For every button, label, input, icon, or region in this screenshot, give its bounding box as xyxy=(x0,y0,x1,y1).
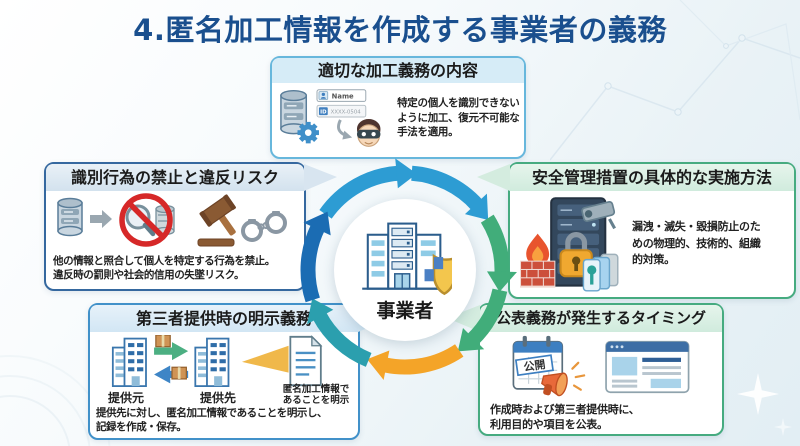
box-thirdparty-disclosure: 第三者提供時の明示義務 xyxy=(88,303,391,440)
browser-window-icon xyxy=(605,340,690,394)
no-matching-icon xyxy=(119,193,175,247)
publication-icon-row: 公開 xyxy=(512,335,690,397)
security-icon-cluster xyxy=(520,197,619,292)
security-camera-icon xyxy=(581,200,617,230)
firewall-icon xyxy=(520,233,556,288)
document-caption: 匿名加工情報であることを明示 xyxy=(282,384,350,406)
recipient-label: 提供先 xyxy=(200,391,237,405)
obligation-cycle-ring xyxy=(300,158,517,380)
svg-text:公開: 公開 xyxy=(523,358,547,374)
id-field-chip: ID XXXX-0504 xyxy=(316,104,367,118)
box-thirdparty-body-1: 提供先に対し、匿名加工情報であることを明示し、 xyxy=(96,407,328,419)
shield-icon xyxy=(424,253,452,295)
publish-stamp: 公開 xyxy=(514,354,554,377)
box-identification-body-1: 他の情報と照合して個人を特定する行為を禁止。 xyxy=(53,255,275,267)
database-icon xyxy=(57,197,83,237)
box-security-title: 安全管理措置の具体的な実施方法 xyxy=(510,164,794,191)
handcuffs-icon xyxy=(241,211,287,242)
provider-label: 提供元 xyxy=(108,391,145,405)
package-icon-2 xyxy=(171,366,187,380)
recipient-building-icon xyxy=(194,337,230,387)
box-publication-timing: 公表義務が発生するタイミング 公開 xyxy=(447,303,724,436)
megaphone-icon xyxy=(541,361,586,397)
gavel-icon xyxy=(197,194,236,247)
thirdparty-icon-row xyxy=(111,334,323,387)
svg-text:ID: ID xyxy=(320,109,327,115)
business-operator-building-icon xyxy=(362,222,452,295)
package-icon xyxy=(155,334,171,348)
center-operator-circle: 事業者 xyxy=(334,199,476,341)
svg-text:Name: Name xyxy=(332,92,354,100)
box-security-body: 漏洩・滅失・毀損防止のための物理的、技術的、組織的対策。 xyxy=(632,220,761,267)
box-security-measures: 安全管理措置の具体的な実施方法 xyxy=(477,162,796,299)
box-processing-body: 特定の個人を識別できないように加工、復元不可能な手法を適用。 xyxy=(397,96,520,139)
document-icon xyxy=(289,335,323,387)
box-publication-title: 公表義務が発生するタイミング xyxy=(480,305,722,332)
page-title: 4.匿名加工情報を作成する事業者の義務 xyxy=(133,13,667,47)
prohibition-icon-row xyxy=(57,193,287,247)
box-publication-body-1: 作成時および第三者提供時に、 xyxy=(490,403,640,416)
box-processing-obligation: 適切な加工義務の内容 xyxy=(270,56,526,159)
keycards-icon xyxy=(582,253,619,292)
arrow-right-icon xyxy=(90,210,112,228)
box-identification-prohibition: 識別行為の禁止と違反リスク xyxy=(44,162,337,291)
magnifier-icon xyxy=(125,204,151,230)
masked-person-icon xyxy=(357,118,381,147)
box-identification-body-2: 違反時の罰則や社会的信用の失墜リスク。 xyxy=(53,269,245,282)
box-publication-body-2: 利用目的や項目を公表。 xyxy=(490,417,608,431)
sparkle-decoration-small xyxy=(774,418,792,436)
provider-building-icon xyxy=(111,337,147,387)
return-arrow-icon xyxy=(154,365,189,384)
callout-wedge-icon xyxy=(241,345,289,373)
gear-icon xyxy=(297,121,319,144)
box-thirdparty-body-2: 記録を作成・保存。 xyxy=(96,421,187,434)
box-identification-title: 識別行為の禁止と違反リスク xyxy=(46,164,304,191)
prohibition-sign-icon xyxy=(119,193,173,247)
sparkle-decoration xyxy=(737,373,779,415)
send-arrow-icon xyxy=(154,342,189,361)
name-field-chip: Name xyxy=(316,89,367,102)
anonymization-icon: Name ID XXXX-0504 xyxy=(280,89,381,147)
box-processing-title: 適切な加工義務の内容 xyxy=(272,58,524,83)
svg-text:XXXX-0504: XXXX-0504 xyxy=(331,110,362,116)
center-operator-label: 事業者 xyxy=(376,299,434,322)
